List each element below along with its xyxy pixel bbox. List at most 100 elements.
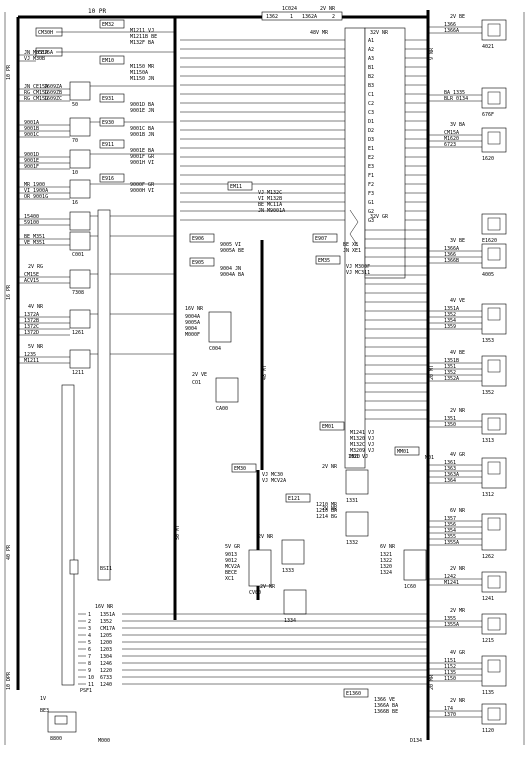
wire-label: 1351A xyxy=(444,306,459,312)
wire-label: 9001C BA xyxy=(130,126,154,132)
component-box xyxy=(481,571,507,593)
wire-label: M1211B BE xyxy=(130,34,157,40)
wire-label: M1211 xyxy=(24,358,39,364)
wire-label: 1354 xyxy=(444,318,456,324)
wire-label: 9001A xyxy=(24,120,39,126)
big-connector-pin: B3 xyxy=(368,83,374,89)
component-8800-label: 8800 xyxy=(50,736,62,742)
component-label: CM30H xyxy=(38,30,53,36)
wire-label: M1150 MR xyxy=(130,64,155,70)
component-icon xyxy=(487,575,501,589)
big-connector-pin: C2 xyxy=(368,101,374,107)
component-label: 1313 xyxy=(482,438,494,444)
wire-label: OR 9001G xyxy=(24,194,48,200)
connector-box xyxy=(227,181,253,191)
big-connector-pin: F1 xyxy=(368,173,374,179)
component-icon xyxy=(487,417,501,431)
wire-label: 9012 xyxy=(225,558,237,564)
component-header: 6V NR xyxy=(450,508,466,514)
component-box xyxy=(248,549,272,587)
connector-label: EM30 xyxy=(234,466,246,472)
wire-label: 1352 xyxy=(444,312,456,318)
component-label: 1241 xyxy=(482,596,494,602)
component-label: CA00 xyxy=(216,406,228,412)
big-connector-pin: C3 xyxy=(368,110,374,116)
wire-label: JN M9001A xyxy=(258,208,285,214)
component-header: 16V NR xyxy=(185,306,204,312)
connector-label: EM32 xyxy=(102,22,114,28)
component-label: 1333 xyxy=(282,568,294,574)
connector-box xyxy=(315,255,341,265)
wire-label: 1352 xyxy=(444,370,456,376)
wire-label: 1150 xyxy=(444,676,456,682)
wire-label: 1321 xyxy=(380,552,392,558)
component-label: 70 xyxy=(72,138,78,144)
bsi-pin-code: 1352 xyxy=(100,619,112,625)
component-header: 2V NR xyxy=(450,698,466,704)
wire-label: 1366B BE xyxy=(374,709,398,715)
big-connector-pin: E3 xyxy=(368,164,374,170)
wire-label: M1241 VJ xyxy=(350,430,374,436)
component-8800-header: 1V xyxy=(40,696,46,702)
component-box xyxy=(69,149,91,169)
wire-label: 1366A xyxy=(444,28,459,34)
wire-label: VJ M30B xyxy=(24,56,45,62)
wire-label: 1135 xyxy=(444,670,456,676)
component-label: C001 xyxy=(72,252,84,258)
component-label: 1261 xyxy=(72,330,84,336)
wire-label: 1350 xyxy=(444,422,456,428)
wire-label: 9000F GR xyxy=(130,182,155,188)
component-box xyxy=(345,511,369,537)
top-bus-label: 10 PR xyxy=(88,8,106,15)
component-header: 4V BE xyxy=(450,350,465,356)
wire-label: 59100 xyxy=(24,220,39,226)
component-header: 3V BA xyxy=(450,122,465,128)
wire-label: 1320 xyxy=(380,564,392,570)
bsi-pin-number: 2 xyxy=(88,619,91,625)
component-header: 2V NR xyxy=(260,584,276,590)
big-connector-pin: E2 xyxy=(368,155,374,161)
wire-label: 1363 xyxy=(444,466,456,472)
bsi-pin-number: 7 xyxy=(88,654,91,660)
connector-label: E911 xyxy=(102,142,114,148)
pin-code: 1362A xyxy=(302,14,317,20)
wire-label: 1361 xyxy=(444,460,456,466)
connector-box xyxy=(312,233,338,243)
connector-label: EM01 xyxy=(322,424,334,430)
component-label: CV00 xyxy=(249,590,261,596)
bsi-connector-label: BSI1 xyxy=(100,566,112,572)
component-icon xyxy=(487,617,501,631)
component-icon xyxy=(487,247,501,261)
wire-label: M132F BA xyxy=(130,40,154,46)
connector-box xyxy=(231,463,257,473)
component-icon xyxy=(487,517,501,531)
component-icon xyxy=(487,217,501,231)
component-header: 2V NR xyxy=(322,464,338,470)
component-box xyxy=(481,87,507,109)
bsi-pin-code: 6733 xyxy=(100,675,112,681)
wire-label: 1372A xyxy=(24,312,39,318)
side-label: 40 PR xyxy=(6,544,12,560)
wire-label: 1242 xyxy=(444,574,456,580)
big-connector-pin: B2 xyxy=(368,74,374,80)
big-connector-pin: D2 xyxy=(368,128,374,134)
bsi-pin-number: 9 xyxy=(88,668,91,674)
wire-label: VJ M300F xyxy=(346,264,370,270)
component-box xyxy=(69,179,91,199)
wire-label: 1355 xyxy=(444,616,456,622)
connector-box xyxy=(99,19,125,29)
